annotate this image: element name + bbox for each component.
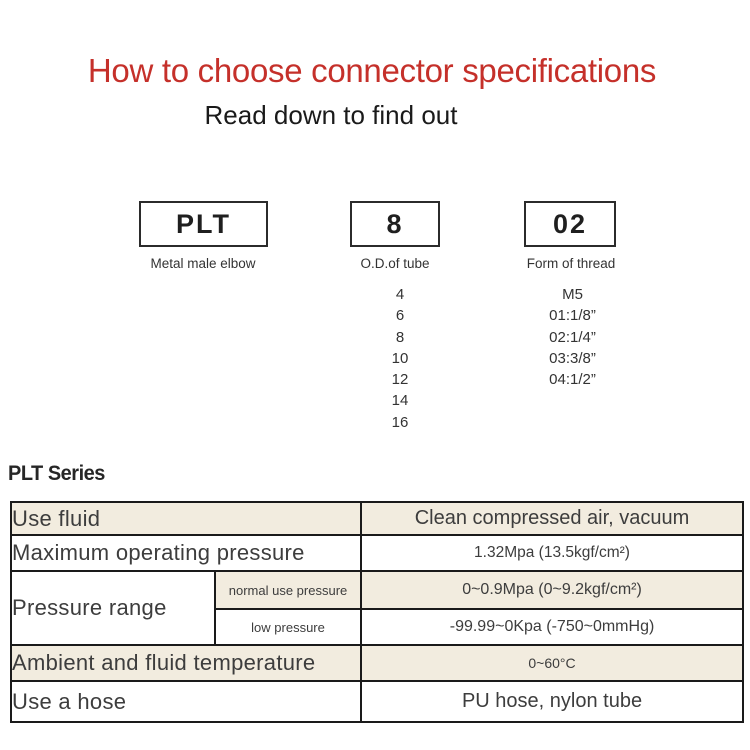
spec-label: Maximum operating pressure bbox=[9, 534, 363, 572]
tube-option: 16 bbox=[391, 413, 409, 431]
table-row: Use a hose PU hose, nylon tube bbox=[9, 680, 745, 723]
thread-option: 02:1/4” bbox=[549, 328, 596, 346]
tube-option: 10 bbox=[391, 349, 409, 367]
table-row: Maximum operating pressure 1.32Mpa (13.5… bbox=[9, 534, 745, 572]
spec-sub-label: low pressure bbox=[213, 608, 363, 646]
model-code: PLT bbox=[176, 208, 231, 239]
thread-form-options: M5 01:1/8” 02:1/4” 03:3/8” 04:1/2” bbox=[495, 284, 650, 390]
thread-code-box: 02 bbox=[524, 201, 616, 247]
spec-value: Clean compressed air, vacuum bbox=[360, 501, 745, 536]
spec-value: -99.99~0Kpa (-750~0mmHg) bbox=[360, 608, 745, 646]
tube-option: 4 bbox=[395, 286, 405, 303]
thread-code: 02 bbox=[552, 208, 588, 239]
table-row: low pressure -99.99~0Kpa (-750~0mmHg) bbox=[11, 608, 745, 646]
table-row: Pressure range normal use pressure 0~0.9… bbox=[10, 570, 745, 646]
tube-size-options: 4 6 8 10 12 14 16 bbox=[340, 284, 460, 433]
spec-table: Use fluid Clean compressed air, vacuum M… bbox=[9, 501, 745, 723]
tube-option: 14 bbox=[391, 392, 409, 410]
spec-label: Use fluid bbox=[9, 501, 363, 536]
spec-value: 0~60°C bbox=[360, 644, 745, 682]
table-row: Ambient and fluid temperature 0~60°C bbox=[9, 644, 745, 682]
page-subtitle: Read down to find out bbox=[204, 100, 458, 130]
tube-size-code: 8 bbox=[386, 208, 404, 239]
tube-option: 8 bbox=[395, 328, 405, 346]
tube-option: 12 bbox=[391, 371, 409, 389]
page-title: How to choose connector specifications bbox=[87, 52, 657, 89]
spec-value: 0~0.9Mpa (0~9.2kgf/cm²) bbox=[360, 570, 745, 610]
spec-label: Use a hose bbox=[9, 680, 363, 723]
tube-size-code-box: 8 bbox=[350, 201, 440, 247]
thread-form-label: Form of thread bbox=[526, 256, 616, 271]
thread-option: 03:3/8” bbox=[549, 349, 596, 367]
spec-label: Ambient and fluid temperature bbox=[9, 644, 363, 682]
table-row: Use fluid Clean compressed air, vacuum bbox=[9, 501, 745, 536]
spec-sub-label: normal use pressure bbox=[213, 570, 363, 610]
tube-size-label: O.D.of tube bbox=[360, 256, 430, 271]
spec-value: PU hose, nylon tube bbox=[360, 680, 745, 723]
model-code-box: PLT bbox=[139, 201, 268, 247]
thread-option: 04:1/2” bbox=[549, 371, 596, 389]
spec-label: Pressure range bbox=[10, 570, 216, 646]
spec-value: 1.32Mpa (13.5kgf/cm²) bbox=[360, 534, 745, 572]
thread-option: 01:1/8” bbox=[549, 307, 596, 325]
thread-option: M5 bbox=[562, 286, 583, 303]
series-heading: PLT Series bbox=[8, 462, 105, 485]
model-code-label: Metal male elbow bbox=[150, 256, 256, 271]
tube-option: 6 bbox=[395, 307, 405, 325]
